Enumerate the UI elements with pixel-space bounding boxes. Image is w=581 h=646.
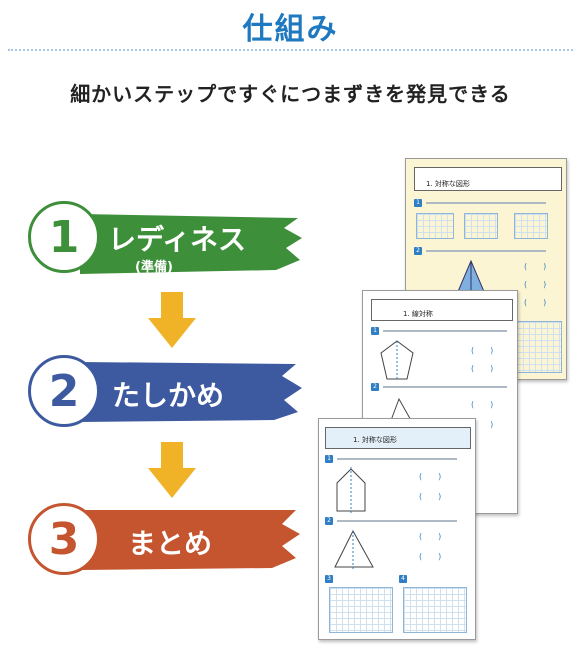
down-arrow-icon xyxy=(148,292,196,348)
worksheet-back-title: 1. 対称な図形 xyxy=(426,180,470,188)
down-arrow-icon xyxy=(148,442,196,498)
step-2-number: 2 xyxy=(28,355,100,427)
step-3-banner xyxy=(70,504,305,570)
step-2-banner xyxy=(70,356,305,422)
step-3-number: 3 xyxy=(28,503,100,575)
step-3-label: まとめ xyxy=(128,527,213,560)
worksheet-front-title: 1. 対称な図形 xyxy=(353,436,397,444)
worksheet-middle-title: 1. 線対称 xyxy=(403,310,433,318)
step-1-label: レディネス xyxy=(108,223,247,256)
page-subtitle: 細かいステップですぐにつまずきを発見できる xyxy=(70,82,511,106)
page-title: 仕組み xyxy=(242,12,339,47)
step-2-label: たしかめ xyxy=(112,379,225,412)
step-1-banner xyxy=(70,208,305,274)
step-1-number: 1 xyxy=(28,201,100,273)
worksheet-front: 1. 対称な図形 1 ( ) ( ) 2 ( ) ( ) 3 4 xyxy=(318,418,476,640)
dotted-divider xyxy=(8,49,573,51)
step-1-sublabel: (準備) xyxy=(135,260,173,275)
